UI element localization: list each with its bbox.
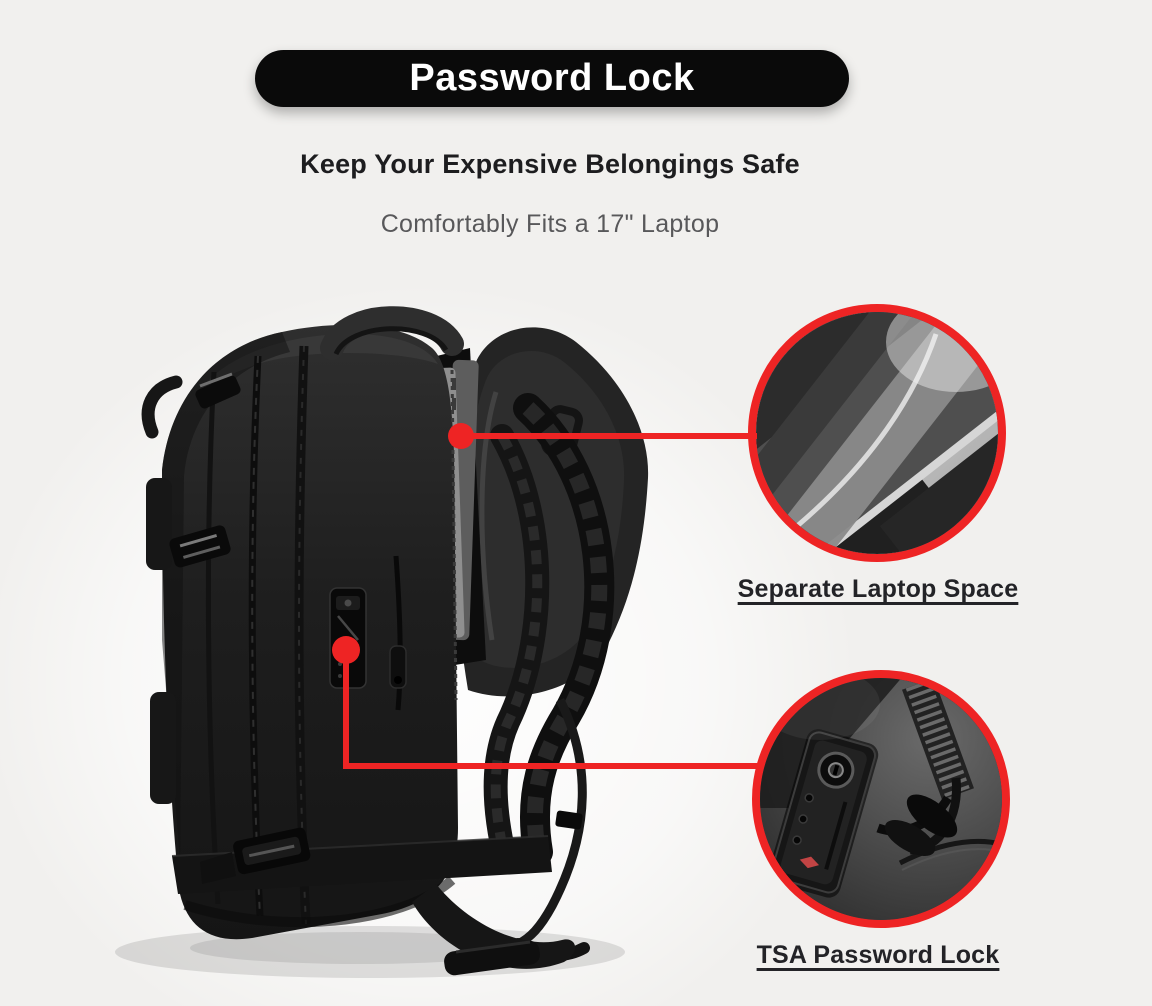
callout-laptop-space-label: Separate Laptop Space	[737, 575, 1019, 603]
side-carry-clip	[141, 372, 241, 439]
callout-tsa-lock	[752, 670, 1010, 928]
laptop-compartment-photo	[756, 312, 998, 554]
callout-laptop-space	[748, 304, 1006, 562]
feature-badge: Password Lock	[255, 50, 849, 107]
side-pocket	[146, 478, 172, 570]
tsa-lock	[329, 587, 367, 689]
side-release-buckle	[169, 525, 231, 568]
tsa-lock-photo	[760, 678, 1002, 920]
backpack-main-body	[162, 324, 458, 940]
top-handle	[320, 306, 464, 360]
compression-strap	[171, 827, 552, 894]
section-subtitle: Comfortably Fits a 17" Laptop	[380, 210, 720, 238]
side-pocket	[150, 692, 176, 804]
feature-badge-label: Password Lock	[409, 57, 695, 99]
dangling-strap	[412, 884, 576, 976]
callout-tsa-lock-label: TSA Password Lock	[756, 941, 1000, 969]
section-title: Keep Your Expensive Belongings Safe	[300, 149, 800, 179]
